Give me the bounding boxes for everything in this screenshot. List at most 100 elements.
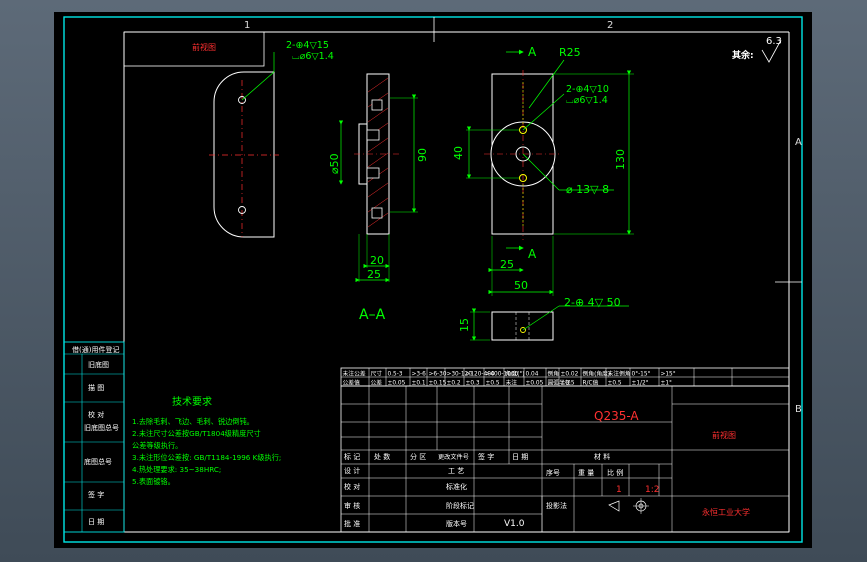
tol-cell-row1-3: >3-6 (412, 372, 427, 378)
tb-sign: 签 字 (478, 452, 494, 461)
tech-req-line-1: 2.未注尺寸公差按GB/T1804级精度尺寸 (132, 429, 261, 438)
tol-cell-row1-14: 0°-15° (632, 372, 651, 378)
roughness-symbol (761, 39, 782, 63)
tol-cell-row2-0: 公差值 (343, 379, 361, 387)
tb-mark: 标 记 (344, 452, 360, 461)
tb-standard: 标准化 (446, 482, 467, 491)
tb-zone: 分 区 (410, 452, 426, 461)
bottom-view: 15 2-⊕ 4▽ 50 (458, 296, 629, 341)
tol-cell-row2-15: ±1° (661, 381, 673, 387)
projection-symbol (608, 498, 649, 514)
strip-label-4: 旧底图总号 (84, 423, 119, 432)
left-strip: 借(通)用件登记 旧底图 描 图 校 对 旧底图总号 底图总号 签 字 日 期 (63, 341, 125, 533)
tol-cell-row2-8: 未注 (506, 379, 518, 387)
tol-cell-row1-1: 尺寸 (371, 370, 383, 378)
radius-r25: R25 (559, 46, 581, 59)
title-box-label: 前视图 (192, 42, 216, 52)
tol-cell-row2-11: ±0.5 (561, 381, 575, 387)
roughness-value: 6.3 (766, 36, 782, 47)
tol-cell-row1-9: 0.04 (526, 372, 539, 378)
qty-value: 1 (616, 485, 622, 495)
tb-weight: 重 量 (578, 469, 594, 477)
tech-req-line-2: 公差等级执行。 (132, 441, 182, 450)
dim-25: 25 (500, 258, 514, 271)
cut-mark-bottom: A (528, 247, 537, 261)
tol-cell-row1-12: 倒角(角度) (583, 370, 611, 378)
strip-label-7: 日 期 (88, 518, 104, 526)
tb-approve: 批 准 (344, 519, 360, 528)
tol-cell-row2-14: ±1/2° (632, 381, 649, 387)
cad-drawing: 1 2 A B 前视图 其余: 6.3 2-⊕4▽15 ⌴⌀6▽1.4 (63, 16, 803, 543)
dim-height-90: 90 (416, 148, 429, 162)
zone-a: A (795, 137, 802, 148)
right-callout-1: 2-⊕4▽10 (566, 84, 609, 95)
tol-cell-row1-0: 未注公差 (343, 370, 366, 378)
proj-label: 投影法 (546, 501, 567, 510)
tol-cell-row2-7: ±0.5 (486, 381, 500, 387)
drawing-name: 前视图 (712, 430, 736, 440)
tol-cell-row2-9: ±0.05 (526, 381, 544, 387)
dim-w-20: 20 (370, 254, 384, 267)
tech-req-title: 技术要求 (172, 395, 212, 408)
dim-130: 130 (614, 149, 627, 170)
tb-count: 处 数 (374, 452, 390, 461)
drawing-sheet: 1 2 A B 前视图 其余: 6.3 2-⊕4▽15 ⌴⌀6▽1.4 (54, 12, 812, 548)
tech-requirements: 技术要求 1.去除毛刺、飞边、毛刺、锐边倒钝。 2.未注尺寸公差按GB/T180… (132, 395, 281, 486)
tb-scale: 比 例 (607, 468, 623, 477)
roughness-label: 其余: (732, 49, 754, 61)
tol-cell-row1-11: ±0.02 (561, 372, 579, 378)
tol-cell-row1-6: >120-400 (466, 372, 495, 378)
tb-seq: 序号 (546, 468, 560, 477)
tol-cell-row1-7: >400-1000 (486, 372, 519, 378)
tb-check: 校 对 (344, 482, 360, 491)
bore-callout: ⌀ 13▽ 8 (566, 183, 609, 196)
tol-cell-row2-2: ±0.05 (388, 381, 406, 387)
dim-15: 15 (458, 318, 471, 332)
strip-label-1: 旧底图 (88, 360, 109, 369)
strip-label-2: 描 图 (88, 383, 104, 392)
outer-frame (63, 16, 803, 543)
material-code: Q235-A (594, 409, 639, 423)
section-view: ⌀50 90 20 25 A–A (328, 73, 429, 323)
tb-design: 设 计 (344, 466, 360, 475)
dim-dia-50: ⌀50 (328, 153, 341, 174)
tech-req-line-3: 3.未注形位公差按: GB/T1184-1996 K级执行; (132, 453, 281, 462)
front-view: 2-⊕4▽15 ⌴⌀6▽1.4 (209, 40, 334, 238)
tol-cell-row1-10: 倒角 (548, 370, 560, 378)
tech-req-line-0: 1.去除毛刺、飞边、毛刺、锐边倒钝。 (132, 417, 254, 426)
strip-label-6: 签 字 (88, 490, 104, 499)
tb-material: 材 料 (594, 452, 610, 461)
tol-cell-row2-4: ±0.15 (429, 381, 447, 387)
right-callout-2: ⌴⌀6▽1.4 (566, 95, 608, 106)
tol-cell-row1-15: >15° (661, 372, 676, 378)
front-callout-1: 2-⊕4▽15 (286, 40, 329, 51)
tb-review: 审 核 (344, 501, 360, 510)
tb-change-doc: 更改文件号 (438, 453, 469, 461)
cut-mark-top: A (528, 45, 537, 59)
tol-cell-row2-5: ±0.2 (447, 381, 461, 387)
tb-change-no: 版本号 (446, 519, 467, 528)
section-label: A–A (359, 307, 386, 323)
front-callout-2: ⌴⌀6▽1.4 (292, 51, 334, 62)
tol-cell-row1-13: 未注倒角 (608, 370, 631, 378)
strip-label-3: 校 对 (88, 410, 104, 419)
strip-label-5: 底图总号 (84, 457, 112, 466)
tol-cell-row1-2: 0.5-3 (388, 372, 403, 378)
tech-req-line-4: 4.热处理要求: 35~38HRC; (132, 465, 221, 474)
dim-w-25: 25 (367, 268, 381, 281)
tb-stage: 阶段标记 (446, 501, 474, 510)
tol-cell-row1-5: >30-120 (447, 372, 473, 378)
tb-date: 日 期 (512, 453, 528, 461)
scale-value: 1:2 (645, 485, 659, 495)
tol-cell-row2-1: 公差 (371, 379, 383, 387)
dim-50: 50 (514, 279, 528, 292)
version: V1.0 (504, 519, 525, 529)
tol-cell-row2-3: ±0.1 (412, 381, 426, 387)
tol-cell-row2-10: 圆弧半径 (548, 379, 571, 387)
zone-b: B (795, 404, 802, 415)
right-view: A A R25 2-⊕4▽10 ⌴⌀6▽1.4 ⌀ 13▽ 8 40 130 2… (452, 45, 634, 296)
tol-cell-row2-13: ±0.5 (608, 381, 622, 387)
dim-40: 40 (452, 146, 465, 160)
tech-req-line-5: 5.表面镀铬。 (132, 477, 175, 486)
